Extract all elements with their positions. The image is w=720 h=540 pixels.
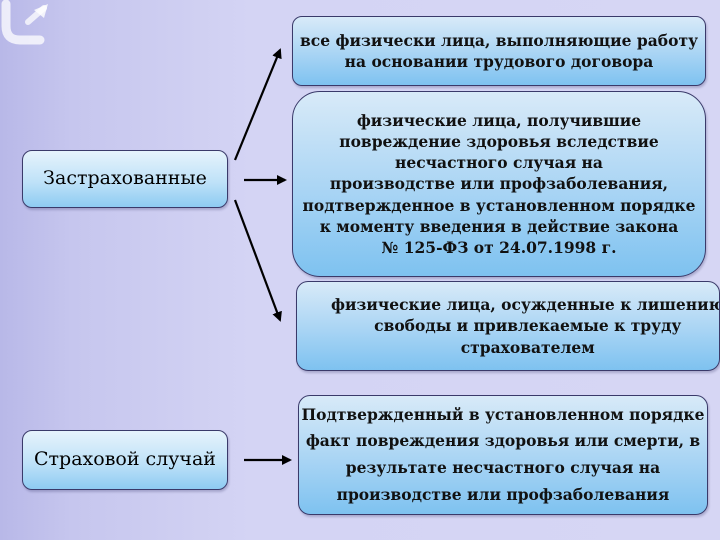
insured-event-definition-box: Подтвержденный в установленном порядке ф… [298,395,708,515]
arrow-to-box3 [233,199,282,322]
injured-persons-text: физические лица, получившие повреждение … [302,111,696,257]
convicts-text: физические лица, осужденные к лишению св… [331,295,720,357]
insured-label: Застрахованные [43,167,207,190]
convicts-box: физические лица, осужденные к лишению св… [296,281,720,371]
logo-icon [1,0,48,45]
employees-text: все физически лица, выполняющие работу н… [300,30,698,71]
employees-box: все физически лица, выполняющие работу н… [292,16,706,86]
injured-persons-box: физические лица, получившие повреждение … [292,91,706,277]
insured-event-label: Страховой случай [34,448,216,471]
insured-box: Застрахованные [22,150,228,208]
insured-event-box: Страховой случай [22,430,228,490]
insured-event-definition-text: Подтвержденный в установленном порядке ф… [301,404,705,504]
arrow-to-box1 [233,48,282,161]
